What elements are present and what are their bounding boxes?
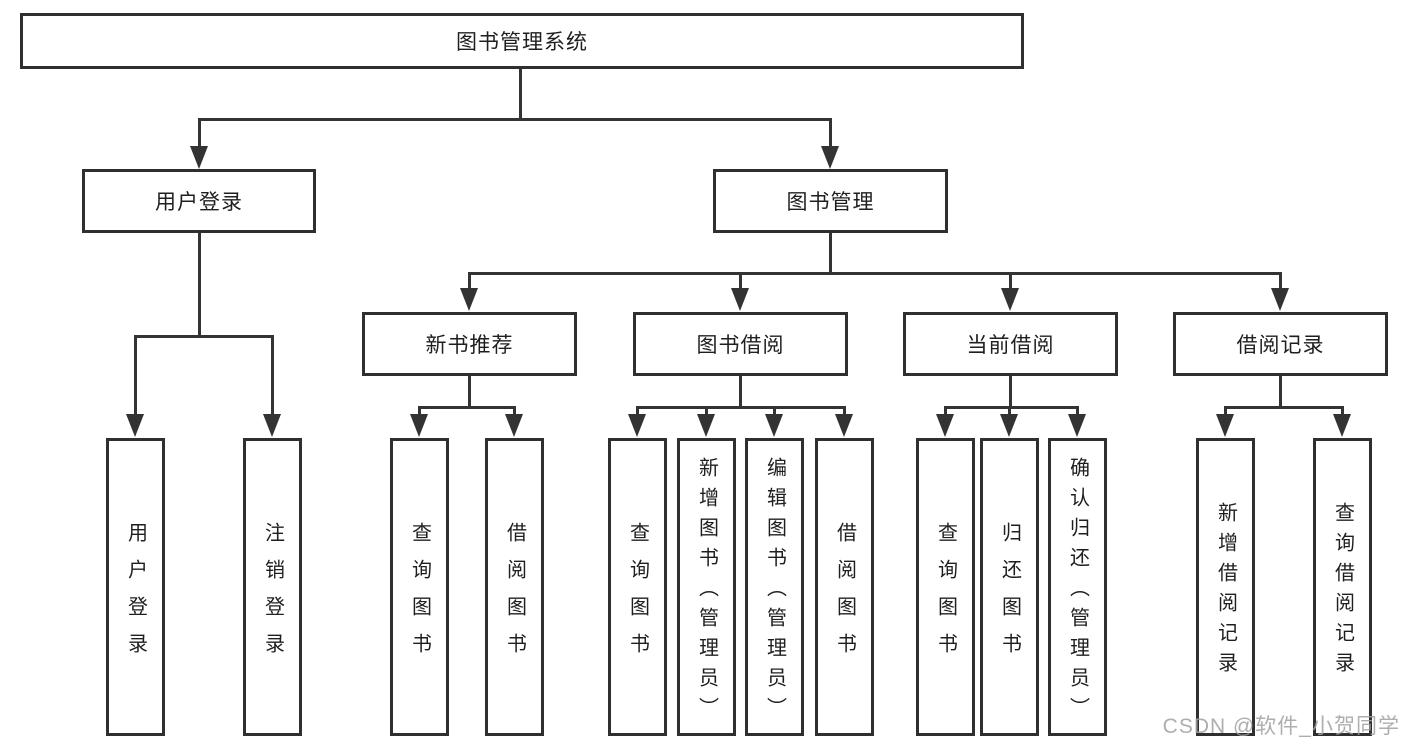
arrow-down-icon <box>505 414 523 437</box>
arrow-down-icon <box>263 414 281 437</box>
node-user-login: 用户登录 <box>82 169 316 233</box>
leaf-query-book-current: 查询图书 <box>916 438 975 736</box>
connector-line <box>1009 376 1012 408</box>
connector-line <box>1224 406 1344 409</box>
leaf-confirm-return-admin: 确认归还（管理员） <box>1048 438 1107 736</box>
connector-line <box>636 406 846 409</box>
node-label: 新增借阅记录 <box>1214 502 1237 682</box>
leaf-logout-login: 注销登录 <box>243 438 302 736</box>
arrow-down-icon <box>628 414 646 437</box>
connector-line <box>1341 406 1344 418</box>
connector-line <box>705 406 708 418</box>
connector-line <box>1279 376 1282 408</box>
connector-line <box>198 233 201 337</box>
connector-line <box>134 335 137 417</box>
node-label: 查询图书 <box>626 521 649 670</box>
connector-line <box>1008 406 1011 418</box>
arrow-down-icon <box>821 146 839 169</box>
arrow-down-icon <box>1001 288 1019 311</box>
connector-line <box>773 406 776 418</box>
connector-line <box>198 118 201 150</box>
node-label: 借阅记录 <box>1236 334 1325 357</box>
node-current-borrow: 当前借阅 <box>903 312 1118 376</box>
connector-line <box>468 272 471 292</box>
arrow-down-icon <box>1000 414 1018 437</box>
connector-line <box>944 406 947 418</box>
connector-line <box>739 376 742 408</box>
node-label: 注销登录 <box>261 521 284 670</box>
connector-line <box>636 406 639 418</box>
connector-line <box>418 406 421 418</box>
node-label: 新书推荐 <box>425 334 514 357</box>
node-label: 当前借阅 <box>966 334 1055 357</box>
leaf-query-book-borrow: 查询图书 <box>608 438 667 736</box>
node-borrow-records: 借阅记录 <box>1173 312 1388 376</box>
arrow-down-icon <box>460 288 478 311</box>
leaf-add-borrow-record: 新增借阅记录 <box>1196 438 1255 736</box>
node-book-borrow: 图书借阅 <box>633 312 848 376</box>
leaf-query-borrow-record: 查询借阅记录 <box>1313 438 1372 736</box>
node-book-management: 图书管理 <box>713 169 948 233</box>
node-new-book-recommend: 新书推荐 <box>362 312 577 376</box>
node-label: 查询图书 <box>934 521 957 670</box>
connector-line <box>1279 272 1282 292</box>
connector-line <box>134 335 274 338</box>
connector-line <box>513 406 516 418</box>
node-label: 借阅图书 <box>833 521 856 670</box>
connector-line <box>1076 406 1079 418</box>
node-label: 用户登录 <box>155 191 243 214</box>
connector-line <box>829 233 832 274</box>
arrow-down-icon <box>1271 288 1289 311</box>
node-label: 图书管理 <box>786 191 875 214</box>
arrow-down-icon <box>697 414 715 437</box>
node-label: 编辑图书（管理员） <box>763 457 786 727</box>
node-label: 新增图书（管理员） <box>695 457 718 727</box>
arrow-down-icon <box>936 414 954 437</box>
leaf-add-book-admin: 新增图书（管理员） <box>677 438 736 736</box>
node-label: 查询图书 <box>408 521 431 670</box>
node-label: 图书管理系统 <box>456 31 588 54</box>
leaf-return-book: 归还图书 <box>980 438 1039 736</box>
connector-line <box>468 376 471 408</box>
node-label: 确认归还（管理员） <box>1066 457 1089 727</box>
leaf-borrow-book: 借阅图书 <box>815 438 874 736</box>
node-label: 查询借阅记录 <box>1331 502 1354 682</box>
connector-line <box>418 406 516 409</box>
leaf-borrow-book-recommend: 借阅图书 <box>485 438 544 736</box>
node-label: 归还图书 <box>998 521 1021 670</box>
arrow-down-icon <box>1068 414 1086 437</box>
node-library-system: 图书管理系统 <box>20 13 1024 69</box>
arrow-down-icon <box>190 146 208 169</box>
connector-line <box>739 272 742 292</box>
node-label: 用户登录 <box>124 521 147 670</box>
arrow-down-icon <box>731 288 749 311</box>
connector-line <box>271 335 274 417</box>
connector-line <box>468 272 1281 275</box>
leaf-user-login: 用户登录 <box>106 438 165 736</box>
leaf-edit-book-admin: 编辑图书（管理员） <box>745 438 804 736</box>
arrow-down-icon <box>1333 414 1351 437</box>
connector-line <box>198 118 832 121</box>
arrow-down-icon <box>126 414 144 437</box>
connector-line <box>519 69 522 121</box>
connector-line <box>1224 406 1227 418</box>
node-label: 借阅图书 <box>503 521 526 670</box>
connector-line <box>843 406 846 418</box>
watermark-text: CSDN @软件_小贺同学 <box>1162 715 1400 738</box>
node-label: 图书借阅 <box>696 334 785 357</box>
arrow-down-icon <box>1216 414 1234 437</box>
connector-line <box>829 118 832 150</box>
connector-line <box>944 406 1079 409</box>
arrow-down-icon <box>765 414 783 437</box>
arrow-down-icon <box>410 414 428 437</box>
arrow-down-icon <box>835 414 853 437</box>
leaf-query-book-recommend: 查询图书 <box>390 438 449 736</box>
connector-line <box>1009 272 1012 292</box>
